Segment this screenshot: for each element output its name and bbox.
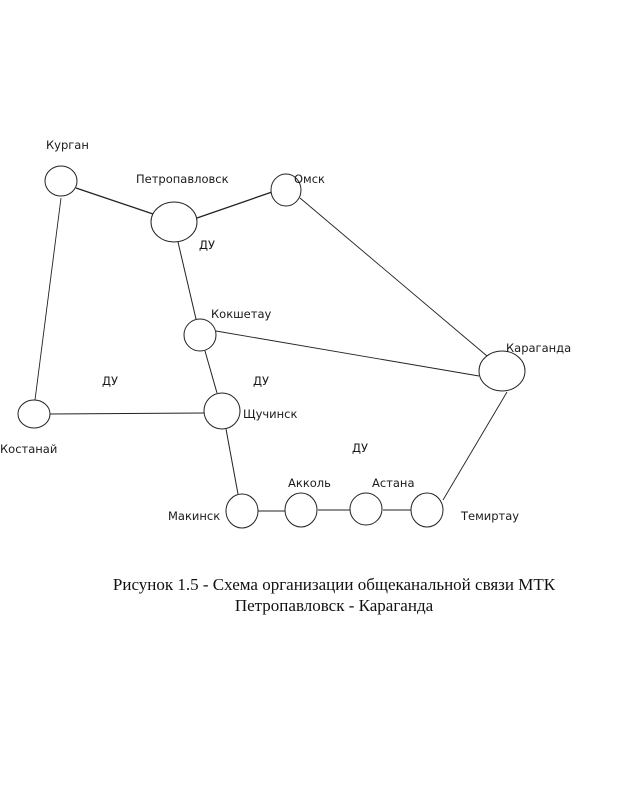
label-karaganda: Караганда xyxy=(506,341,571,355)
label-astana: Астана xyxy=(372,476,415,490)
link-kokshetau-karaganda xyxy=(215,330,480,377)
region-label: ДУ xyxy=(253,374,269,388)
node-petropavlovsk xyxy=(150,201,198,243)
node-shchuchinsk xyxy=(203,392,241,430)
node-temirtau xyxy=(410,492,444,528)
label-kurgan: Курган xyxy=(46,138,89,152)
link-kurgan-kostanay xyxy=(34,197,62,401)
figure-caption: Рисунок 1.5 - Схема организации общекана… xyxy=(60,574,608,616)
region-labels: ДУ ДУ ДУ ДУ xyxy=(102,238,368,455)
link-kurgan-petropavlovsk xyxy=(75,187,154,215)
link-shchuchinsk-makinsk xyxy=(225,428,239,495)
label-kokshetau: Кокшетау xyxy=(211,307,271,321)
link-kostanay-shchuchinsk xyxy=(49,412,205,415)
nodes xyxy=(17,165,526,529)
node-karaganda xyxy=(478,350,526,392)
label-shchuchinsk: Щучинск xyxy=(243,407,297,421)
link-petropavlovsk-kokshetau xyxy=(177,241,197,320)
node-labels: Курган Петропавловск Омск Кокшетау Караг… xyxy=(0,138,571,523)
link-petropavlovsk-omsk xyxy=(196,191,273,219)
node-kostanay xyxy=(17,399,51,429)
caption-line-2: Петропавловск - Караганда xyxy=(234,596,434,615)
label-kostanay: Костанай xyxy=(0,442,57,456)
node-kokshetau xyxy=(183,318,217,352)
label-temirtau: Темиртау xyxy=(460,509,519,523)
connection-lines xyxy=(34,187,508,512)
region-label: ДУ xyxy=(199,238,215,252)
node-makinsk xyxy=(225,493,259,529)
link-omsk-karaganda xyxy=(299,197,488,357)
link-temirtau-karaganda xyxy=(442,391,508,501)
node-akkol xyxy=(284,492,318,528)
node-astana xyxy=(349,492,383,526)
link-kokshetau-shchuchinsk xyxy=(204,350,218,394)
node-omsk xyxy=(270,173,302,207)
node-kurgan xyxy=(44,165,78,197)
caption-line-1: Рисунок 1.5 - Схема организации общекана… xyxy=(112,575,556,594)
region-label: ДУ xyxy=(102,374,118,388)
label-petropavlovsk: Петропавловск xyxy=(136,172,229,186)
label-omsk: Омск xyxy=(294,172,325,186)
label-makinsk: Макинск xyxy=(168,509,220,523)
label-akkol: Акколь xyxy=(288,476,331,490)
region-label: ДУ xyxy=(352,441,368,455)
